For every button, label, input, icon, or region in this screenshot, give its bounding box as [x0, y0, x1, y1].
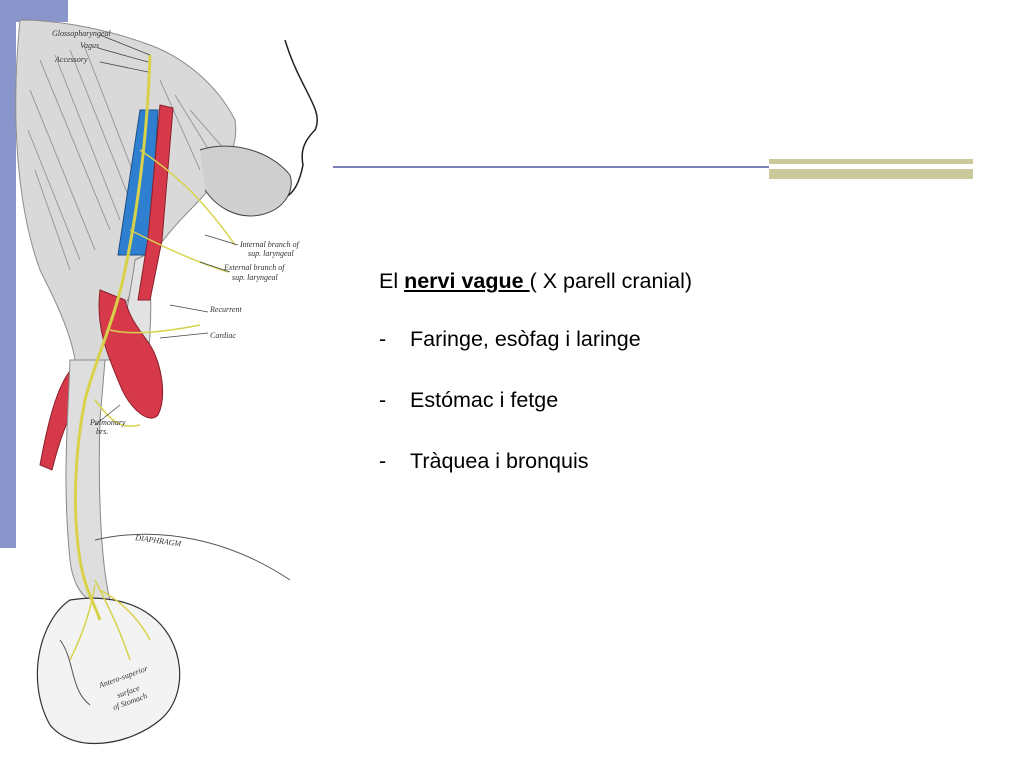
stomach	[36, 597, 181, 745]
jaw-outline	[199, 145, 292, 217]
heading-prefix: El	[379, 269, 405, 293]
label-diaphragm: DIAPHRAGM	[134, 533, 183, 549]
label-pointers	[94, 34, 239, 426]
accent-stripe-gap	[769, 164, 973, 169]
label-internal-branch: Internal branch of	[239, 240, 300, 249]
carotid-artery	[137, 104, 174, 301]
label-cardiac: Cardiac	[210, 331, 236, 340]
label-external-branch: External branch of	[223, 263, 286, 272]
vagus-nerve-branches	[69, 149, 236, 661]
label-pulmonary: Pulmonary	[89, 418, 126, 427]
accent-stripe-bottom	[769, 169, 973, 179]
bullet-item: -Faringe, esòfag i laringe	[379, 326, 999, 352]
label-glossopharyngeal: Glossopharyngeal	[52, 29, 111, 38]
left-accent-bar-top	[0, 0, 68, 22]
bullet-text: Estómac i fetge	[410, 388, 559, 412]
accent-stripe-top	[769, 159, 973, 164]
label-external-branch-2: sup. laryngeal	[232, 273, 279, 282]
header-rule-line	[333, 166, 770, 168]
left-accent-bar	[0, 0, 16, 548]
diaphragm-line	[94, 533, 291, 581]
label-pulmonary-2: brs.	[96, 427, 108, 436]
bullet-marker: -	[379, 449, 387, 473]
label-recurrent: Recurrent	[209, 305, 242, 314]
label-vagus: Vagus	[80, 41, 99, 50]
header-accent-block	[769, 159, 973, 179]
esophagus	[65, 359, 111, 601]
slide-heading: El nervi vague ( X parell cranial)	[379, 268, 999, 294]
slide-content: El nervi vague ( X parell cranial) -Fari…	[379, 268, 999, 509]
bullet-marker: -	[379, 388, 387, 412]
bullet-text: Faringe, esòfag i laringe	[410, 327, 641, 351]
heading-suffix: ( X parell cranial)	[529, 269, 693, 293]
stomach-fold	[59, 639, 91, 706]
bullet-item: -Tràquea i bronquis	[379, 448, 999, 474]
label-accessory: Accessory	[54, 55, 88, 64]
neck-tissue-hatching	[27, 47, 226, 271]
left-accent-bar-foot	[0, 544, 16, 548]
vagus-nerve	[73, 54, 152, 621]
bullet-text: Tràquea i bronquis	[410, 449, 589, 473]
vagus-nerve-anatomy-figure: Glossopharyngeal Vagus Accessory Interna…	[15, 19, 319, 745]
heading-term: nervi vague	[404, 269, 530, 293]
label-internal-branch-2: sup. laryngeal	[248, 249, 295, 258]
bullet-item: -Estómac i fetge	[379, 387, 999, 413]
bullet-marker: -	[379, 327, 387, 351]
